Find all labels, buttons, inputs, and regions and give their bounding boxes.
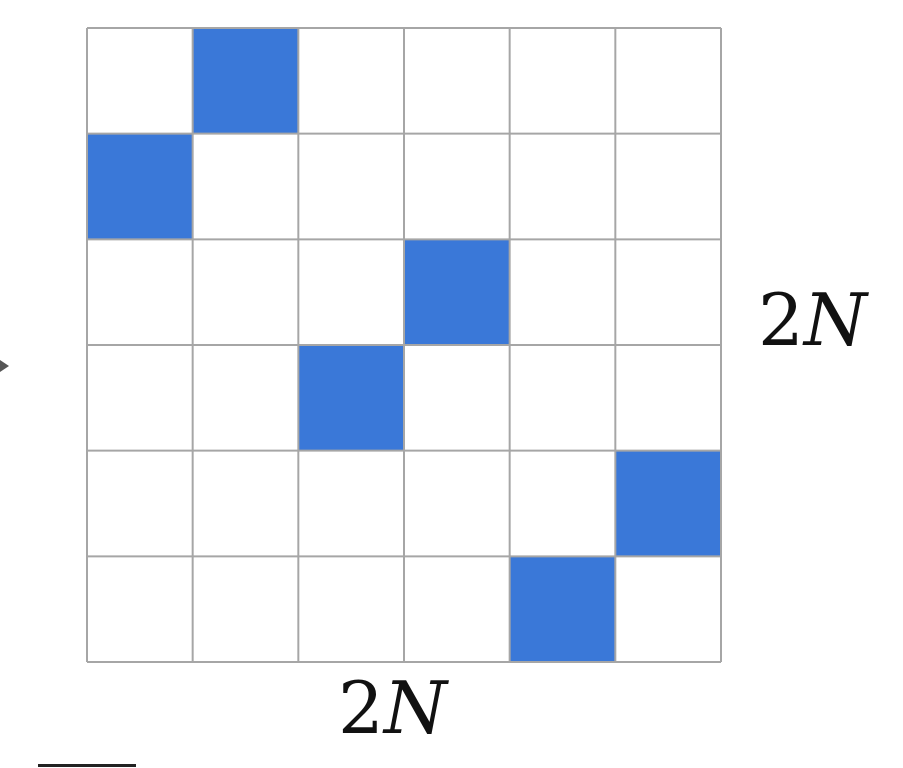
filled-cell-3 [404, 239, 510, 345]
bottom-dimension-label: 2N [338, 672, 447, 744]
right-label-variable: N [803, 278, 867, 362]
filled-cell-4 [298, 345, 404, 451]
filled-cell-6 [509, 556, 616, 662]
filled-cell-2 [87, 133, 193, 240]
filled-cell-5 [615, 450, 721, 557]
bottom-label-variable: N [383, 666, 447, 750]
divider-line [38, 764, 136, 767]
right-label-number: 2 [758, 278, 804, 362]
arrow-head-icon [0, 360, 9, 372]
bottom-label-number: 2 [338, 666, 384, 750]
right-dimension-label: 2N [758, 284, 867, 356]
filled-cell-1 [192, 28, 299, 134]
